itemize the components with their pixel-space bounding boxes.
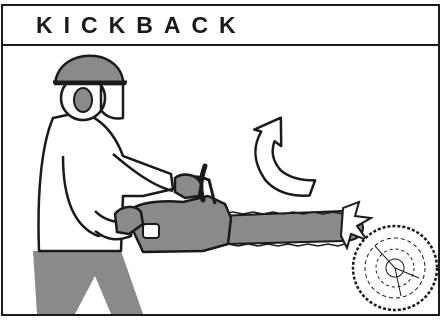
kickback-illustration <box>33 54 438 314</box>
kickback-zone-icon <box>339 200 375 251</box>
kickback-arrow-icon <box>253 116 317 197</box>
log-end-icon <box>351 224 438 312</box>
title-bar: KICKBACK <box>3 6 438 46</box>
panel-title: KICKBACK <box>36 12 247 38</box>
face-shield-icon <box>99 82 125 120</box>
kickback-warning-panel: KICKBACK <box>1 4 440 316</box>
hard-hat-icon <box>53 54 127 86</box>
operator-legs <box>33 251 143 314</box>
ear-muff-icon <box>73 87 93 113</box>
operator-hands <box>113 173 203 236</box>
operator-head <box>53 54 127 122</box>
chainsaw-icon <box>129 163 365 254</box>
